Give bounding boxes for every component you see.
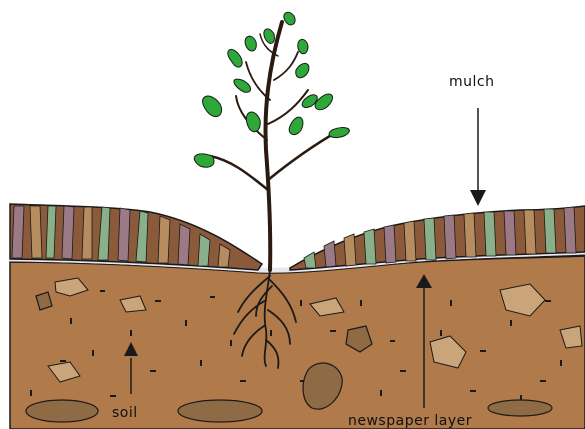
mulch-label: mulch [449,74,494,90]
soil-label: soil [112,405,138,421]
soil-layer [10,256,585,429]
newspaper-label: newspaper layer [348,413,472,429]
mulch-arrow [470,108,486,206]
plant-leaves [194,12,349,167]
